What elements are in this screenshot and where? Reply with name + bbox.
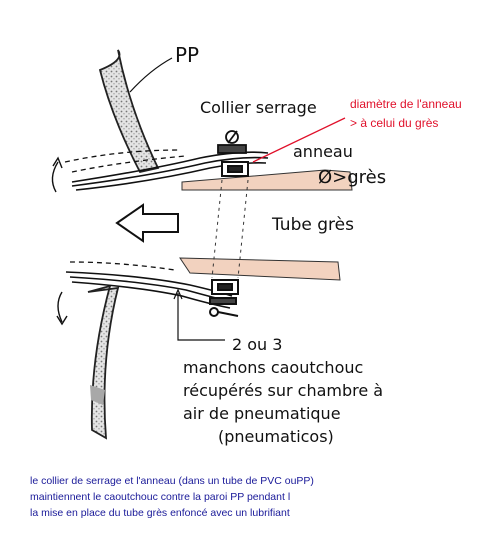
manchons-line-5: (pneumaticos) [218,427,334,446]
pp-leader [129,57,173,93]
pp-wall-lower-grey [90,385,105,405]
label-diam-grès: Ø>grès [318,167,386,188]
red-note-line-1: diamètre de l'anneau [350,97,462,111]
collier-serrage-upper [217,130,247,154]
red-leader [252,117,346,163]
label-anneau: anneau [293,142,353,161]
alignment-lines [211,179,249,279]
dashed-flap-upper [64,149,186,173]
label-pp: PP [175,43,199,67]
caption: le collier de serrage et l'anneau (dans … [30,473,490,521]
flex-arrow-upper [51,161,59,193]
pp-wall-upper [98,49,160,174]
caption-line-1: le collier de serrage et l'anneau (dans … [30,475,314,487]
manchons-line-2: manchons caoutchouc [183,358,363,377]
manchons-line-4: air de pneumatique [183,404,341,423]
manchons-line-3: récupérés sur chambre à [183,381,383,400]
insertion-arrow [115,203,179,243]
manchons-leader [177,293,225,341]
sketch-diagram: PP Collier serrage anneau Ø>grès Tube gr… [51,43,462,446]
caption-line-2: maintiennent le caoutchouc contre la par… [30,491,291,503]
flex-arrow-lower [57,291,63,323]
rubber-sleeves-lower [65,271,233,309]
pp-wall-lower [87,284,120,440]
manchons-line-1: 2 ou 3 [232,335,282,354]
label-collier: Collier serrage [200,98,317,117]
tube-grès-lower [179,257,341,281]
label-tube-grès: Tube grès [271,215,354,235]
caption-line-3: la mise en place du tube grès enfoncé av… [30,507,290,519]
dashed-flap-lower [69,261,176,271]
tube-grès-upper [181,169,353,191]
anneau-lower [209,279,239,317]
anneau-upper [221,161,249,177]
red-note-line-2: > à celui du grès [350,116,438,130]
